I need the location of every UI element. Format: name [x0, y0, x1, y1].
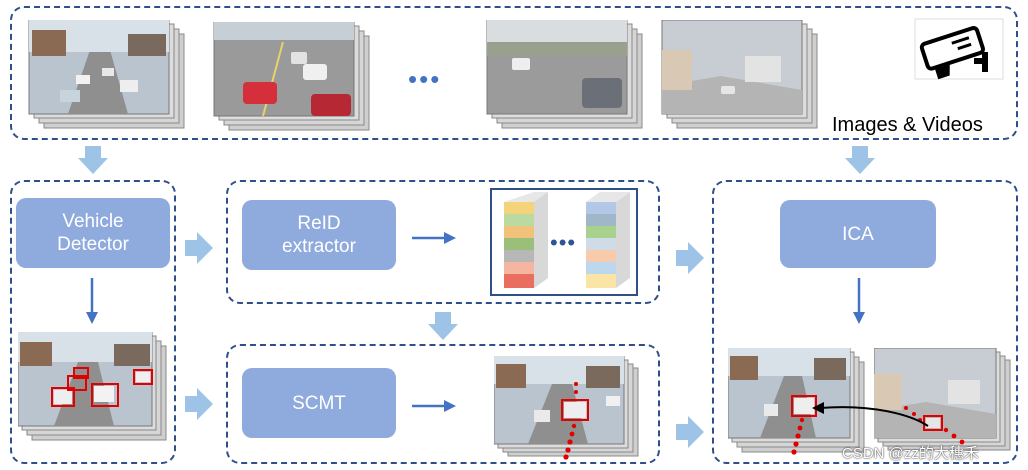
- line-arrow-detector-down: [86, 278, 98, 324]
- tracking-image-stack: [494, 356, 639, 460]
- flow-arrow-down-left: [78, 146, 108, 174]
- road-image-stack-2: [213, 22, 370, 131]
- watermark: CSDN @zz的大穗禾: [842, 445, 979, 462]
- ica-frame: [712, 180, 1018, 464]
- road-image-stack-4: [661, 20, 818, 129]
- input-frame: [10, 6, 1018, 140]
- vehicle-detector-node: Vehicle Detector: [16, 198, 170, 268]
- images-videos-label: Images & Videos: [832, 114, 983, 136]
- scmt-label: SCMT: [292, 392, 346, 414]
- detections-image-stack: [18, 332, 167, 441]
- association-arrow: [812, 402, 929, 427]
- line-arrow-ica-down: [853, 278, 865, 324]
- flow-arrow-right-3: [676, 242, 704, 274]
- scmt-frame: [226, 344, 660, 464]
- flow-arrow-right-2: [185, 388, 213, 420]
- flow-arrow-right-4: [676, 416, 704, 448]
- flow-arrow-right-1: [185, 232, 213, 264]
- feature-vector-right: [586, 192, 630, 288]
- ica-result-right-stack: [874, 348, 1011, 451]
- ica-label: ICA: [842, 223, 874, 245]
- feature-ellipsis: •••: [550, 230, 577, 255]
- scmt-node: SCMT: [242, 368, 396, 438]
- detection-frame: [10, 180, 176, 464]
- ica-result-left-stack: [728, 348, 865, 455]
- road-image-stack-1: [28, 20, 185, 129]
- reid-extractor-label: ReID extractor: [282, 213, 356, 257]
- cctv-camera-icon: [914, 18, 1004, 80]
- line-arrow-scmt-right: [412, 400, 456, 412]
- flow-arrow-down-right: [845, 146, 875, 174]
- road-image-stack-3: [486, 20, 643, 129]
- ica-node: ICA: [780, 200, 936, 268]
- flow-arrow-down-middle: [428, 312, 458, 340]
- images-ellipsis: •••: [408, 64, 442, 94]
- line-arrow-reid-right: [412, 232, 456, 244]
- feature-vector-left: [504, 192, 548, 288]
- vehicle-detector-label: Vehicle Detector: [57, 211, 129, 255]
- reid-extractor-node: ReID extractor: [242, 200, 396, 270]
- reid-frame: [226, 180, 660, 304]
